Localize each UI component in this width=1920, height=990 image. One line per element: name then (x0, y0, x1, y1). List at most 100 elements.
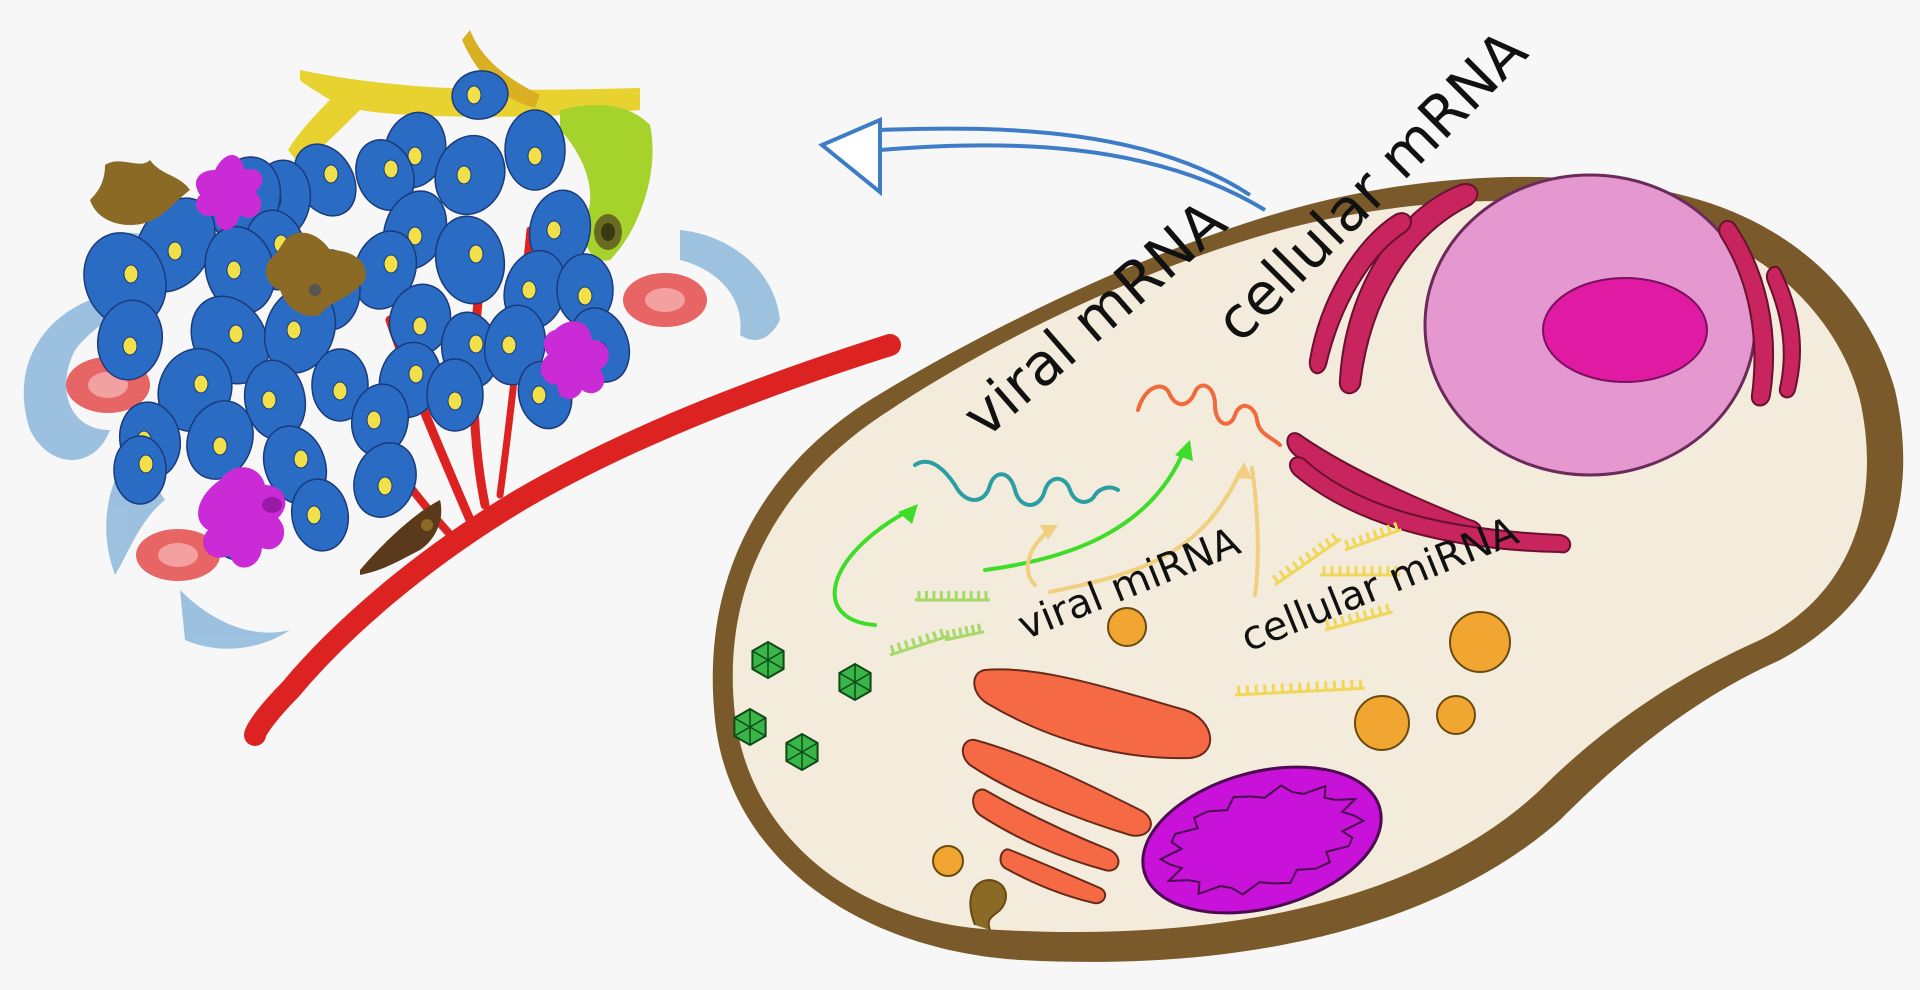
viral-mrna-strand (913, 459, 1120, 507)
tumor-cell-nucleus (466, 85, 482, 105)
cellular-mirna-base (1372, 529, 1379, 539)
viral-mirna-base (924, 633, 931, 643)
vesicles (932, 607, 1511, 931)
mitochondrion-cristae (1158, 784, 1366, 896)
cellular-mirna-base (1304, 551, 1313, 561)
cellular-mirna-base (1365, 532, 1372, 542)
cellular-mirna-base (1325, 619, 1331, 630)
tumor-microenvironment (23, 30, 901, 746)
viral-mirna (889, 628, 948, 657)
viral-mirna-base (939, 628, 945, 639)
tumor-cell (434, 215, 506, 305)
tumor-cell-nucleus (366, 410, 382, 430)
virion-edge (854, 681, 871, 692)
red-blood-cells (66, 273, 707, 581)
tumor-cell-nucleus (531, 385, 547, 405)
viral-mirna-base (917, 635, 924, 646)
tumor-cell-nucleus (521, 280, 537, 300)
tumor-cell-nucleus (123, 264, 139, 284)
tumor-cell-nucleus (546, 220, 562, 240)
tumor-cell-nucleus (286, 320, 302, 340)
virion-edge (786, 742, 803, 753)
viral-mirna-base (889, 644, 896, 655)
transfer-arrow (818, 116, 1267, 212)
cellular-mirna-backbone (1324, 610, 1394, 632)
tumor-cell (96, 299, 164, 381)
viral-mirna-base (903, 640, 910, 650)
beige-arrowheads (1040, 462, 1252, 540)
tumor-cell (434, 134, 506, 216)
tumor-cell (451, 70, 509, 120)
tumor-cell-nucleus (527, 146, 543, 166)
tumor-cell (528, 189, 592, 271)
tumor-cell-nucleus (226, 260, 242, 280)
tumor-cell-nucleus (577, 286, 593, 306)
viral-mirna-base (964, 626, 970, 636)
green-arrowheads (898, 440, 1193, 524)
viral-mirna-base (931, 630, 938, 641)
cellular-mirna-base (1358, 534, 1365, 545)
viral-mirna-base (970, 624, 976, 635)
cellular-mrna-strand (1136, 383, 1282, 447)
cellular-mirna-base (1317, 542, 1326, 552)
cellular-mirna-base (1278, 569, 1287, 579)
viral-mirna-base (910, 637, 917, 648)
endoplasmic-reticulum (1286, 183, 1801, 554)
tumor-cell-nucleus (407, 146, 423, 166)
viral-mirna (944, 623, 985, 642)
viral-mirna-base (951, 628, 957, 639)
cellular-mirna-base (1311, 546, 1319, 557)
tumor-cell-body (434, 215, 506, 305)
virion-edge (854, 672, 871, 683)
viral-mirna (915, 591, 990, 602)
tumor-cell-nucleus (447, 391, 463, 411)
viral-mirna-molecules (889, 591, 990, 657)
virion-edge (801, 751, 818, 762)
tumor-cell-nucleus (293, 449, 309, 469)
tumor-cell (353, 442, 417, 518)
tumor-cell-nucleus (261, 390, 277, 410)
tumor-cell-nucleus (456, 165, 472, 185)
tumor-cell-nucleus (501, 335, 517, 355)
tumor-cell-body (113, 435, 167, 505)
virion-edge (734, 717, 751, 728)
cellular-mirna (1324, 603, 1394, 632)
cellular-mirna-base (1291, 560, 1300, 570)
cellular-mirna-base (1330, 533, 1339, 543)
viral-mirna-arrows (832, 446, 1187, 627)
virion-edge (839, 672, 856, 683)
golgi-apparatus (961, 668, 1211, 905)
cellular-mirna (1271, 533, 1342, 587)
virion-edge (839, 681, 856, 692)
viral-mirna-base (958, 627, 963, 637)
cellular-mirna-base (1351, 537, 1358, 547)
cellular-mirna (1320, 566, 1400, 577)
cellular-mirna-base (1298, 556, 1306, 566)
tumor-cell-nucleus (167, 241, 183, 261)
tumor-cell-nucleus (332, 381, 348, 401)
cellular-mirna-base (1332, 617, 1338, 628)
tumor-cell-nucleus (122, 336, 138, 356)
tumor-cell-nucleus (383, 159, 399, 179)
virion-edge (801, 742, 818, 753)
cellular-mirna-base (1355, 611, 1361, 622)
viral-mirna-backbone (944, 630, 985, 642)
cellular-mirna-base (1344, 539, 1351, 550)
cellular-mirna-molecules (1234, 521, 1402, 697)
cellular-mirna-base (1384, 603, 1391, 614)
tumor-cell-nucleus (323, 164, 339, 184)
cellular-mirna-arrows (1025, 466, 1260, 597)
virion-edge (752, 659, 769, 670)
macrophages (195, 155, 609, 568)
tumor-cell-nucleus (212, 436, 228, 456)
tumor-cell-nucleus (306, 505, 322, 525)
virion-particle (733, 707, 767, 747)
cellular-mirna-base (1271, 574, 1280, 584)
tumor-cell-nucleus (468, 334, 484, 354)
cellular-mirna-base (1377, 605, 1383, 616)
virion-particle (785, 732, 819, 772)
tumor-cell (113, 435, 167, 505)
virion-edge (734, 726, 751, 737)
cellular-mirna-base (1324, 537, 1332, 547)
